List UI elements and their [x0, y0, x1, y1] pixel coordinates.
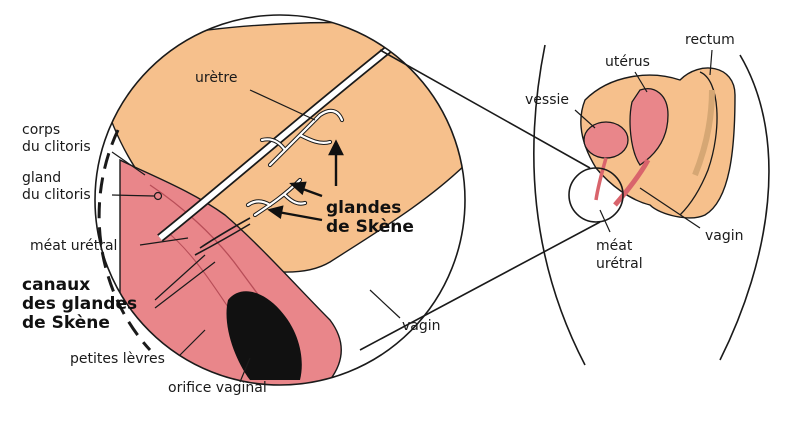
label-glandes-skene-2: de Skène — [326, 217, 414, 237]
label-uterus: utérus — [605, 54, 650, 70]
label-canaux-2: des glandes — [22, 294, 137, 314]
bladder-shape — [583, 121, 629, 159]
label-rectum: rectum — [685, 32, 735, 48]
body-outline-left — [533, 44, 586, 366]
magnifier-outline — [94, 14, 466, 386]
label-gland-clitoris-1: gland — [22, 170, 61, 186]
gland-arrows — [267, 139, 344, 222]
pelvis-section — [533, 44, 770, 366]
label-meat-right-2: urétral — [596, 256, 643, 272]
label-meat-left: méat urétral — [30, 238, 117, 254]
clitoris-gland-shape — [153, 191, 163, 201]
urethra-shape — [594, 157, 608, 201]
leader-orifice — [239, 357, 251, 383]
label-vagin-right: vagin — [705, 228, 744, 244]
leader-uterus — [634, 71, 648, 93]
label-uretre: urètre — [195, 70, 238, 86]
leader-meat-right — [599, 209, 611, 233]
label-vessie: vessie — [525, 92, 569, 108]
leader-canaux-1 — [154, 254, 206, 301]
label-orifice-vaginal: orifice vaginal — [168, 380, 267, 396]
label-corps-clitoris-1: corps — [22, 122, 60, 138]
leader-canaux-2 — [154, 261, 216, 309]
leader-vagin-left — [369, 289, 401, 319]
zoom-line-top — [379, 49, 591, 169]
uterus-shape — [629, 88, 669, 166]
body-outline-right — [719, 54, 770, 361]
leader-uretre — [249, 89, 316, 121]
label-canaux-3: de Skène — [22, 313, 110, 333]
vagina-shape — [613, 158, 651, 207]
label-glandes-skene-1: glandes — [326, 198, 401, 218]
zoom-line-bottom — [359, 221, 601, 351]
leader-petites-levres — [179, 329, 206, 356]
label-petites-levres: petites lèvres — [70, 351, 165, 367]
label-corps-clitoris-2: du clitoris — [22, 139, 91, 155]
leader-rectum — [709, 49, 713, 76]
leader-corps-clitoris — [111, 151, 146, 176]
label-canaux-1: canaux — [22, 275, 90, 295]
leader-vagin-right — [639, 187, 701, 229]
leader-vessie — [574, 109, 596, 129]
dashed-arc — [97, 129, 152, 352]
label-meat-right-1: méat — [596, 238, 633, 254]
label-gland-clitoris-2: du clitoris — [22, 187, 91, 203]
leader-gland-clitoris — [111, 194, 155, 197]
label-vagin-left: vagin — [402, 318, 441, 334]
vaginal-orifice-shape — [226, 291, 302, 380]
skene-ducts — [194, 217, 251, 256]
labia-fold-2 — [164, 229, 231, 311]
leader-meat-left — [139, 237, 189, 246]
rectum-shape — [679, 71, 718, 216]
zoom-origin-circle — [568, 167, 624, 223]
